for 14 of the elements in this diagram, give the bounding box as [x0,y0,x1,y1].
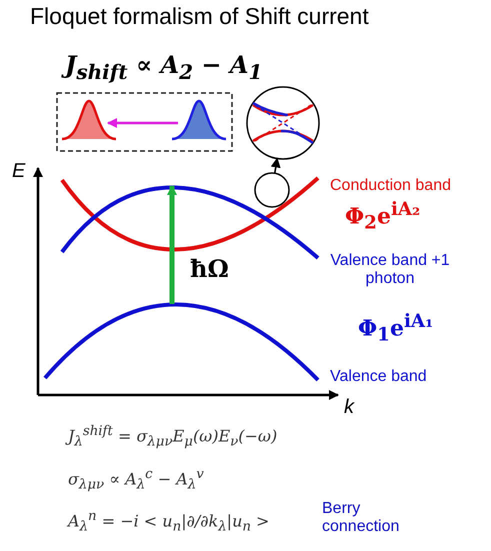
formula: A$_{λ}$$^{n}$ = −i < u$_{n}$|∂/∂k$_{λ}$|u$_{n}$ > [68,510,270,536]
band-label: Valence band [330,368,427,386]
axis-label: k [344,396,354,418]
axis-label: E [12,160,26,182]
wavefunction-label: Φ$_{2}$e$^{iA₂}$ [345,200,420,234]
photon-energy-label: ħΩ [190,256,229,282]
magnified-crossing-drawing [246,86,320,160]
title: Floquet formalism of Shift current [30,4,369,30]
highlight-circle [254,172,290,208]
band-label: Valence band +1 photon [330,252,450,288]
band-label: Conduction band [330,177,451,195]
note-text: Berry connection [322,500,400,536]
leader-arrow [270,158,281,174]
wavefunction-label: Φ$_{1}$e$^{iA₁}$ [358,312,434,346]
